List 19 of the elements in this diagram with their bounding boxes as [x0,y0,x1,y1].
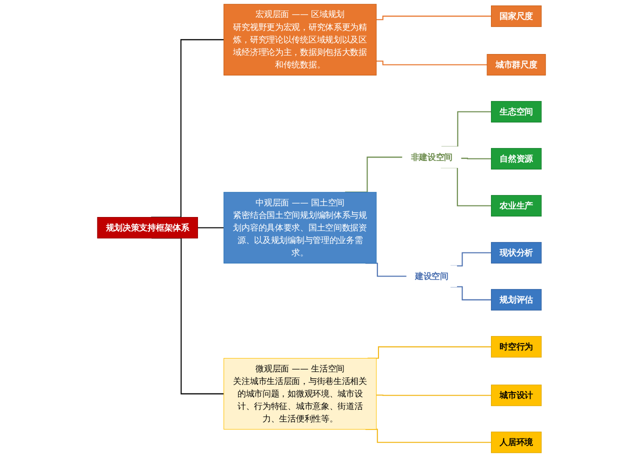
node-box: 生态空间 [490,101,542,122]
connector [460,158,492,160]
node-box: 农业生产 [490,195,542,216]
connector [376,16,492,20]
node-box: 自然资源 [490,148,542,170]
node-box: 时空行为 [490,336,542,358]
node-box: 城市设计 [490,384,542,406]
node-box: 宏观层面 —— 区域规划 研究视野更为宏观，研究体系更为精炼，研究理论以传统区域规划以及区域经济理论为主，数据则包括大数据和传统数据。 [224,4,377,76]
node-box: 国家尺度 [490,5,542,27]
node-box: 中观层面 —— 国土空间 紧密结合国土空间规划编制体系与规划内容的具体要求、国土空间数据资源、以及规划编制与管理的业务需求。 [224,192,377,264]
node-box: 微观层面 —— 生活空间 关注城市生活层面，与街巷生活相关的城市问题，如微观环境、城市设计、行为特征、城市意象、街道活力、生活便利性等。 [224,358,377,430]
node-box: 城市群尺度 [486,54,546,76]
node-box: 规划评估 [490,289,542,310]
connector [376,394,492,396]
connector [376,60,488,66]
node-box: 规划决策支持框架体系 [97,217,198,238]
node-box: 现状分析 [490,242,542,264]
node-box: 人居环境 [490,432,542,454]
connector [198,227,224,228]
